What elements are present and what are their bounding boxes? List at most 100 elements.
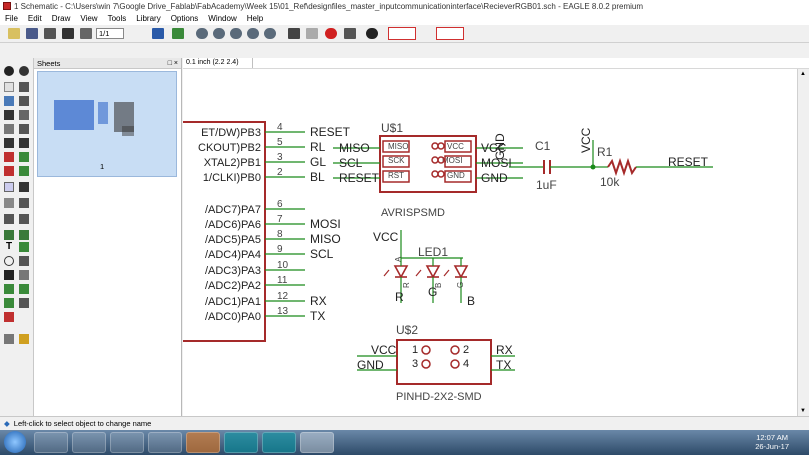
change-icon[interactable] [19,124,29,134]
redo-icon[interactable] [306,28,318,39]
start-button-icon[interactable] [4,431,26,453]
gateswap-icon[interactable] [19,166,29,176]
open-icon[interactable] [8,28,20,39]
menu-options[interactable]: Options [170,14,199,23]
taskbar-active-app-icon[interactable] [300,432,334,453]
replace-icon[interactable] [4,166,14,176]
delete-icon[interactable] [4,138,14,148]
info-icon[interactable] [4,66,14,76]
pinswap-icon[interactable] [19,152,29,162]
display-icon[interactable] [4,82,14,92]
taskbar-app-icon[interactable] [148,432,182,453]
wrench-icon[interactable] [19,138,29,148]
status-bar: ◆ Left-click to select object to change … [0,416,809,430]
script-icon[interactable] [172,28,184,39]
zoom-fit-icon[interactable] [196,28,208,39]
mcu-pin-name: /ADC2)PA2 [205,280,261,292]
mcu-pin-name: /ADC4)PA4 [205,249,261,261]
invoke-icon[interactable] [19,214,29,224]
zoom-out-icon[interactable] [230,28,242,39]
led-vcc: VCC [373,230,399,244]
isp-pad [437,156,445,164]
system-clock[interactable]: 12:07 AM 26-Jun-17 [755,433,789,451]
mark-icon[interactable] [19,82,29,92]
smash-icon[interactable] [4,198,14,208]
save-icon[interactable] [26,28,38,39]
menu-library[interactable]: Library [136,14,161,23]
cam-icon[interactable] [62,28,74,39]
menu-bar: File Edit Draw View Tools Library Option… [0,12,809,25]
zoom-select-icon[interactable] [264,28,276,39]
add-icon[interactable] [4,152,14,162]
isp-net-right: MOSI [481,156,512,170]
board-icon[interactable] [152,28,164,39]
command-input[interactable] [253,58,809,68]
mcu-pin-number: 10 [277,260,289,271]
taskbar-explorer-icon[interactable] [110,432,144,453]
copy-icon[interactable] [19,96,29,106]
vertical-scrollbar[interactable]: ▲ ▼ [797,69,809,416]
menu-help[interactable]: Help [246,14,264,23]
menu-file[interactable]: File [5,14,18,23]
name-icon[interactable] [4,182,14,192]
header-body [396,339,492,385]
taskbar-eagle-icon[interactable] [186,432,220,453]
res-value: 10k [600,175,620,189]
arc-icon[interactable] [19,256,29,266]
undo-icon[interactable] [288,28,300,39]
split-icon[interactable] [19,198,29,208]
isp-pad [437,170,445,178]
sheet-thumbnail[interactable]: 1 [37,71,177,177]
value-icon[interactable] [19,182,29,192]
rect-icon[interactable] [4,270,14,280]
help-icon[interactable] [366,28,378,39]
taskbar-arduino-icon[interactable] [262,432,296,453]
element14-icon[interactable] [436,27,464,40]
go-icon[interactable] [344,28,356,39]
zoom-in-icon[interactable] [213,28,225,39]
taskbar-ie-icon[interactable] [34,432,68,453]
menu-view[interactable]: View [80,14,98,23]
label-icon[interactable] [4,284,14,294]
polygon-icon[interactable] [19,270,29,280]
text-icon[interactable]: T [5,241,13,252]
rotate-icon[interactable] [19,110,29,120]
move-icon[interactable] [4,96,14,106]
menu-tools[interactable]: Tools [107,14,127,23]
header-ref: U$2 [396,323,418,337]
net-icon[interactable] [19,230,29,240]
mirror-icon[interactable] [4,110,14,120]
wire-icon[interactable] [4,230,14,240]
attribute-icon[interactable] [4,298,14,308]
circle-icon[interactable] [4,256,14,266]
taskbar-chrome-icon[interactable] [72,432,106,453]
dimension-icon[interactable] [19,298,29,308]
bus-icon[interactable] [19,242,29,252]
mcu-pin-name: /ADC5)PA5 [205,234,261,246]
taskbar-arduino-icon[interactable] [224,432,258,453]
scroll-down-icon[interactable]: ▼ [800,408,806,414]
frame-icon[interactable] [4,312,14,322]
mcu-pin-number: 5 [277,137,283,148]
group-icon[interactable] [4,124,14,134]
menu-window[interactable]: Window [208,14,237,23]
miter-icon[interactable] [4,214,14,224]
panel-controls[interactable]: □ × [167,59,178,67]
print-icon[interactable] [44,28,56,39]
stop-icon[interactable] [325,28,337,39]
show-icon[interactable] [19,66,29,76]
sheet-select[interactable]: 1/1 [96,28,124,39]
menu-draw[interactable]: Draw [51,14,71,23]
sheet-icon[interactable] [80,28,92,39]
cap-ref: C1 [535,139,551,153]
erc-icon[interactable] [4,334,14,344]
cap-gnd: GND [493,133,507,160]
isp-pin-label: RST [388,171,404,180]
menu-edit[interactable]: Edit [27,14,42,23]
junction-icon[interactable] [19,284,29,294]
scroll-up-icon[interactable]: ▲ [800,71,806,77]
zoom-redraw-icon[interactable] [247,28,259,39]
design-link-icon[interactable] [388,27,416,40]
errors-icon[interactable] [19,334,29,344]
